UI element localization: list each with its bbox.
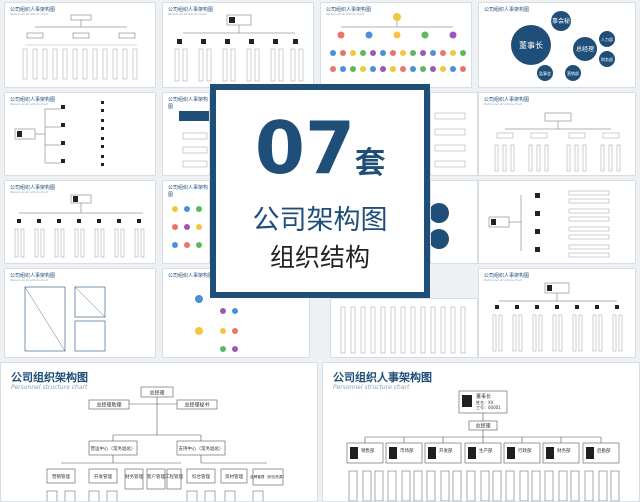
thumbnail-org-chart-3[interactable]: 公司组织人事架构图 Personnel structure chart [320, 2, 472, 88]
cover-title-card: 07套 公司架构图 组织结构 [210, 84, 430, 298]
circle-node-label: 财务部 [601, 56, 613, 62]
people-org-diagram [172, 206, 202, 248]
person-id: 工号：00001 [476, 404, 501, 410]
thumbnail-subtitle: Personnel structure chart [168, 12, 207, 16]
thumbnail-org-chart-10[interactable]: 公司组织人事架构图 [162, 180, 210, 264]
thumbnail-title: 公司组织人事架构图 [168, 97, 209, 110]
node-second: 总经理 [475, 423, 490, 430]
horizontal-tree-diagram [14, 101, 104, 166]
org-tree-diagram [174, 14, 304, 82]
bubble-org-diagram [431, 203, 449, 249]
department-label: 开发部 [439, 447, 453, 454]
bubble-org-diagram: 董事长 董事会秘书 总经理 人力部 财务部 营销部 监事会 [511, 11, 615, 81]
node-level4: 开发管理 [94, 473, 112, 480]
thumbnail-title: 公司组织人事架构图 [168, 273, 214, 279]
circle-node-label: 营销部 [567, 70, 579, 76]
thumbnail-org-chart-7[interactable] [430, 92, 478, 176]
org-tree-diagram [434, 112, 466, 168]
chart-title: 公司组织人事架构图 [333, 371, 432, 384]
thumbnail-title: 公司组织人事架构图 [484, 97, 530, 103]
thumbnail-org-chart-5[interactable]: 公司组织人事架构图 Personnel structure chart [4, 92, 156, 176]
node-level2: 总经理助理 [96, 402, 121, 409]
thumbnail-subtitle: Personnel structure chart [484, 102, 523, 106]
node-level3: 营运中心（常务副总） [91, 445, 136, 452]
org-tree-diagram [179, 111, 209, 168]
thumbnail-org-chart-11[interactable] [430, 180, 478, 264]
thumbnail-title: 公司组织人事架构图 [10, 273, 56, 279]
circle-node-label: 人力部 [601, 36, 613, 42]
circle-main-label: 董事长 [519, 40, 543, 50]
node-level2: 总经理秘书 [184, 402, 209, 409]
bottom-left-org-chart[interactable]: 公司组织架构图 Personnel structure chart 总经理 总经… [0, 362, 318, 502]
node-top: 总经理 [149, 390, 164, 397]
thumbnail-org-chart-15[interactable] [330, 298, 478, 358]
thumbnail-title: 公司组织人事架构图 [168, 185, 209, 198]
thumbnail-circle-chart[interactable]: 公司组织人事架构图 董事长 董事会秘书 总经理 人力部 财务部 营销部 监事会 [478, 2, 636, 88]
node-level4: 品牌管理（即总资源） [250, 474, 286, 479]
node-level4: 财务管理 [125, 473, 143, 480]
circle-node-label: 监事会 [539, 70, 551, 76]
department-label: 后勤部 [597, 447, 611, 454]
thumbnail-grid: 公司组织人事架构图 Personnel structure chart 公司组织… [4, 2, 636, 358]
department-label: 销售部 [361, 447, 375, 454]
thumbnail-org-chart-1[interactable]: 公司组织人事架构图 Personnel structure chart [4, 2, 156, 88]
set-number: 07 [254, 106, 356, 190]
thumbnail-title: 公司组织人事架构图 [168, 7, 214, 13]
org-tree-diagram [492, 282, 623, 352]
people-org-diagram: 董事长 姓名：XX 工号：00001 总经理 销售部 市场部 开发部 生产部 [346, 390, 620, 501]
thumbnail-title: 公司组织人事架构图 [484, 273, 530, 279]
set-count: 07套 [216, 112, 424, 184]
department-label: 市场部 [400, 447, 414, 454]
thumbnail-subtitle: Personnel structure chart [326, 12, 365, 16]
department-label: 财务部 [557, 447, 571, 454]
node-level4: 工程管理 [165, 473, 183, 480]
thumbnail-org-chart-16[interactable]: 公司组织人事架构图 Personnel structure chart [478, 268, 636, 358]
person-role: 董事长 [476, 393, 491, 400]
thumbnail-subtitle: Personnel structure chart [10, 278, 49, 282]
people-org-diagram [330, 13, 466, 72]
circle-node-label: 董事会秘书 [546, 17, 576, 25]
thumbnail-title: 公司组织人事架构图 [10, 97, 56, 103]
org-tree-diagram [494, 112, 621, 172]
thumbnail-title: 公司组织人事架构图 [484, 7, 530, 13]
chart-subtitle: Personnel structure chart [333, 384, 410, 391]
org-tree-diagram [14, 194, 145, 258]
node-level4: 资材管理 [225, 473, 243, 480]
department-label: 行政部 [518, 447, 532, 454]
horizontal-tree-diagram [488, 190, 610, 258]
thumbnail-title: 公司组织人事架构图 [10, 7, 56, 13]
thumbnail-org-chart-12[interactable] [478, 180, 636, 264]
thumbnail-subtitle: Personnel structure chart [10, 12, 49, 16]
chart-subtitle: Personnel structure chart [11, 384, 88, 391]
set-unit: 套 [355, 146, 386, 181]
cover-subtitle: 组织结构 [269, 243, 370, 272]
avatar-icon [462, 395, 472, 407]
org-tree-diagram: 总经理 总经理助理 总经理秘书 营运中心（常务副总） 支持中心（常务副总） 营销… [46, 386, 286, 501]
thumbnail-subtitle: Personnel structure chart [484, 278, 523, 282]
thumbnail-title: 公司组织人事架构图 [10, 185, 56, 191]
thumbnail-org-chart-9[interactable]: 公司组织人事架构图 Personnel structure chart [4, 180, 156, 264]
thumbnail-title: 公司组织人事架构图 [326, 7, 372, 13]
node-level4: 客户管理 [147, 473, 165, 480]
org-tree-diagram [22, 14, 138, 80]
thumbnail-subtitle: Personnel structure chart [10, 190, 49, 194]
cover-title: 公司架构图 [252, 205, 388, 236]
department-label: 生产部 [479, 447, 493, 454]
block-org-diagram [24, 286, 106, 352]
people-org-diagram [195, 288, 238, 352]
bottom-right-org-chart[interactable]: 公司组织人事架构图 Personnel structure chart 董事长 … [322, 362, 640, 502]
node-level4: 综合管理 [192, 473, 210, 480]
circle-node-label: 总经理 [576, 45, 594, 53]
person-name: 姓名：XX [476, 399, 494, 405]
node-level4: 营销管理 [52, 473, 70, 480]
thumbnail-org-chart-8[interactable]: 公司组织人事架构图 Personnel structure chart [478, 92, 636, 176]
org-tree-diagram [340, 306, 466, 354]
thumbnail-org-chart-2[interactable]: 公司组织人事架构图 Personnel structure chart [162, 2, 314, 88]
chart-title: 公司组织架构图 [11, 371, 88, 384]
thumbnail-org-chart-6[interactable]: 公司组织人事架构图 [162, 92, 210, 176]
thumbnail-org-chart-13[interactable]: 公司组织人事架构图 Personnel structure chart [4, 268, 156, 358]
thumbnail-subtitle: Personnel structure chart [10, 102, 49, 106]
node-level3: 支持中心（常务副总） [179, 445, 224, 452]
